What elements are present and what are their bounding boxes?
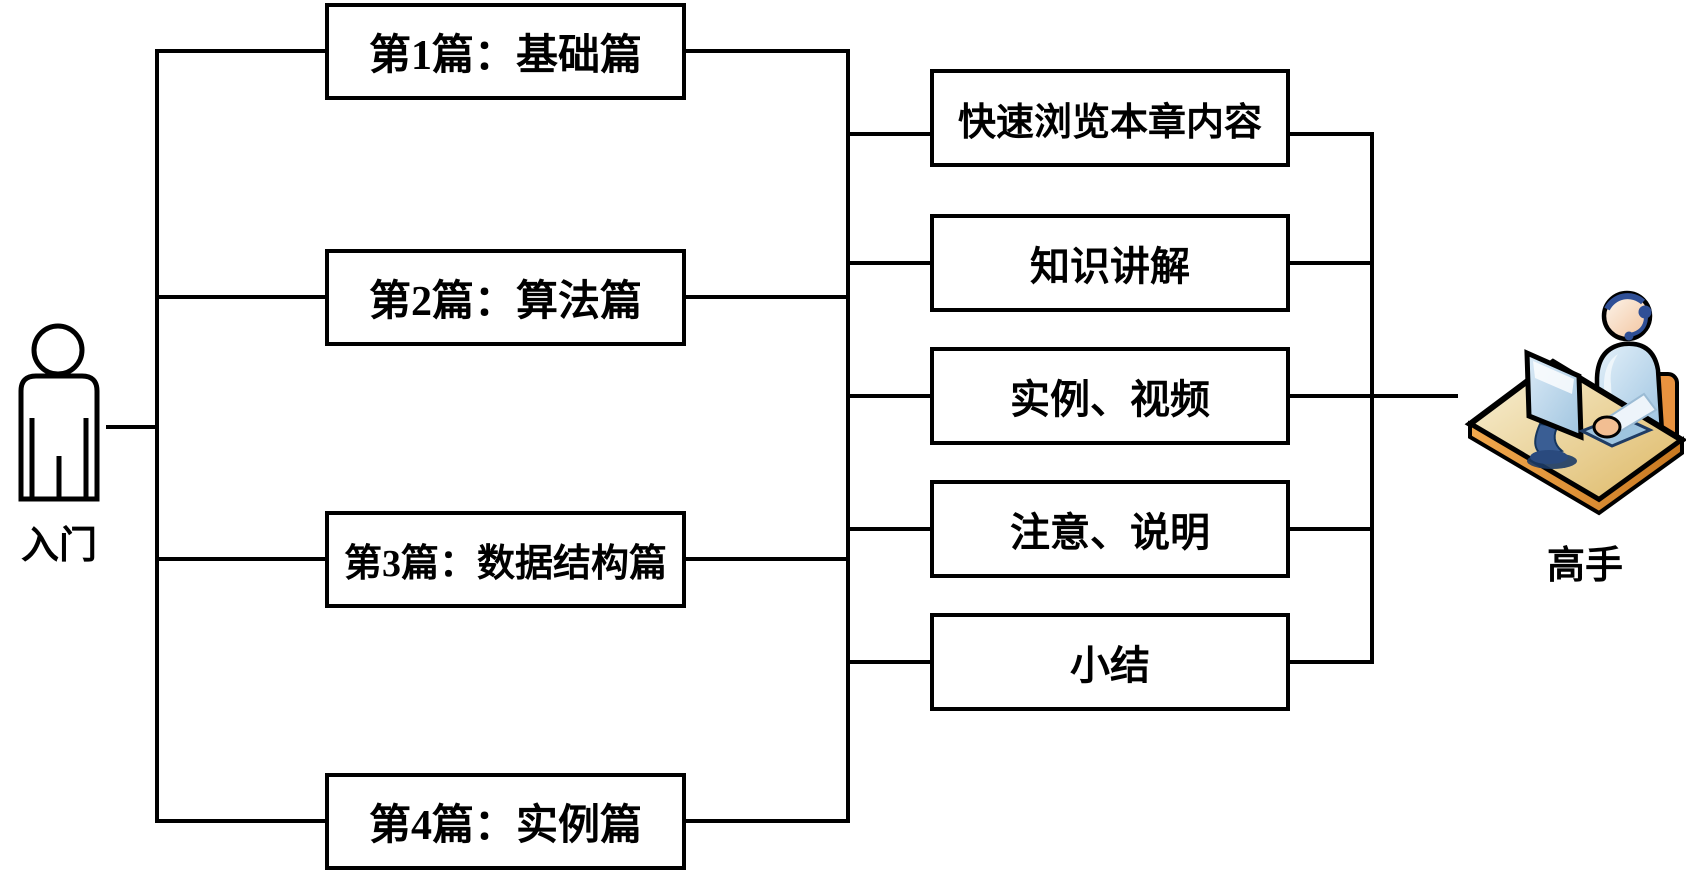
- node-element-overview-label: 快速浏览本章内容: [957, 101, 1262, 144]
- monitor-stand-icon: [1534, 422, 1565, 459]
- node-part-3-label: 第3篇：数据结构篇: [343, 543, 667, 585]
- monitor-base-icon: [1530, 450, 1568, 464]
- node-element-summary-label: 小结: [1070, 643, 1150, 688]
- node-part-3: 第3篇：数据结构篇: [325, 511, 686, 608]
- node-part-4-label: 第4篇：实例篇: [368, 803, 642, 849]
- node-element-knowledge: 知识讲解: [930, 214, 1290, 312]
- monitor-glare: [1533, 361, 1574, 394]
- headset-earpiece-icon: [1638, 305, 1652, 319]
- node-element-knowledge-label: 知识讲解: [1030, 244, 1190, 289]
- headset-mic-icon: [1624, 331, 1634, 341]
- node-element-notes-label: 注意、说明: [1010, 510, 1210, 555]
- expert-hand: [1592, 415, 1622, 439]
- person-body: [18, 373, 100, 502]
- node-part-4: 第4篇：实例篇: [325, 773, 686, 870]
- node-element-summary: 小结: [930, 613, 1290, 711]
- desk-edge: [1468, 420, 1684, 516]
- node-part-2: 第2篇：算法篇: [325, 249, 686, 346]
- node-element-overview: 快速浏览本章内容: [930, 69, 1290, 167]
- node-part-2-label: 第2篇：算法篇: [368, 279, 642, 325]
- expert-person-at-computer-icon: [1464, 290, 1686, 516]
- node-element-examples-videos: 实例、视频: [930, 347, 1290, 445]
- node-part-1-label: 第1篇：基础篇: [368, 33, 642, 79]
- connector-lines: [106, 49, 1458, 823]
- node-element-examples-videos-label: 实例、视频: [1010, 377, 1210, 422]
- headset-band-icon: [1604, 293, 1646, 311]
- beginner-label: 入门: [20, 525, 97, 567]
- beginner-person-icon: [18, 323, 100, 502]
- node-part-1: 第1篇：基础篇: [325, 3, 686, 100]
- expert-label: 高手: [1546, 545, 1623, 587]
- node-element-notes: 注意、说明: [930, 480, 1290, 578]
- person-head: [31, 323, 85, 377]
